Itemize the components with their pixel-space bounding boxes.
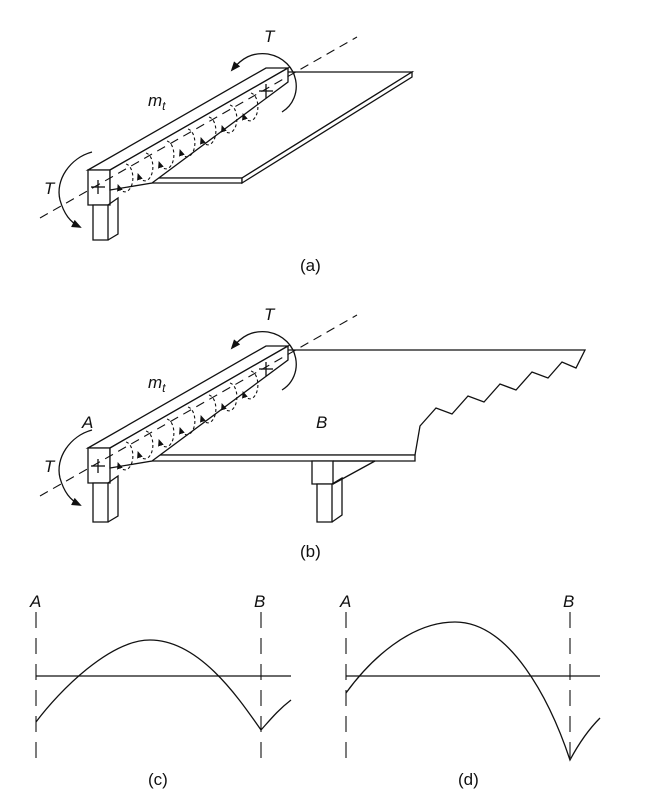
- interior-column-b: [316, 483, 333, 523]
- distributed-torque-arrows-a: [117, 92, 259, 193]
- cross-mark-far-a: [259, 84, 273, 98]
- cross-mark-end-a: [91, 180, 105, 194]
- cross-mark-end-b: [91, 459, 105, 473]
- column-b: [92, 482, 109, 523]
- torque-arrow-top-a: [230, 52, 297, 113]
- caption-b: (b): [300, 542, 321, 561]
- label-b-c: B: [254, 592, 265, 611]
- moment-curve-c: [35, 639, 292, 732]
- caption-a: (a): [300, 256, 321, 275]
- panel-d: A B (d): [339, 592, 601, 789]
- column-a: [92, 204, 109, 241]
- label-a-c: A: [29, 592, 41, 611]
- interior-beam-b: [311, 460, 334, 485]
- torque-label-top-b: T: [264, 305, 276, 324]
- slab-edge-b: [149, 454, 416, 462]
- distributed-moment-label-a: mt: [148, 91, 166, 113]
- panel-b: T T mt A B (b): [39, 305, 587, 561]
- cross-mark-far-b: [259, 362, 273, 376]
- label-a-d: A: [339, 592, 351, 611]
- support-label-a-b: A: [81, 413, 93, 432]
- torque-label-left-b: T: [44, 457, 56, 476]
- slab-edge-a: [149, 177, 243, 184]
- support-label-b-b: B: [316, 413, 327, 432]
- distributed-moment-label-b: mt: [148, 373, 166, 395]
- torque-label-left-a: T: [44, 179, 56, 198]
- slab-side-a: [241, 70, 413, 185]
- caption-d: (d): [458, 770, 479, 789]
- beam-axis-a: [39, 36, 358, 219]
- beam-side-b: [109, 344, 289, 469]
- torque-arrow-left-b: [58, 429, 93, 506]
- distributed-torque-arrows-b: [117, 370, 259, 471]
- torque-arrow-top-b: [230, 330, 297, 391]
- beam-side-a: [109, 66, 289, 191]
- caption-c: (c): [148, 770, 168, 789]
- panel-c: A B (c): [29, 592, 292, 789]
- torque-label-top-a: T: [264, 27, 276, 46]
- panel-a: T T mt (a): [39, 27, 415, 275]
- label-b-d: B: [563, 592, 574, 611]
- moment-curve-d: [345, 621, 601, 762]
- torque-arrow-left-a: [58, 151, 93, 228]
